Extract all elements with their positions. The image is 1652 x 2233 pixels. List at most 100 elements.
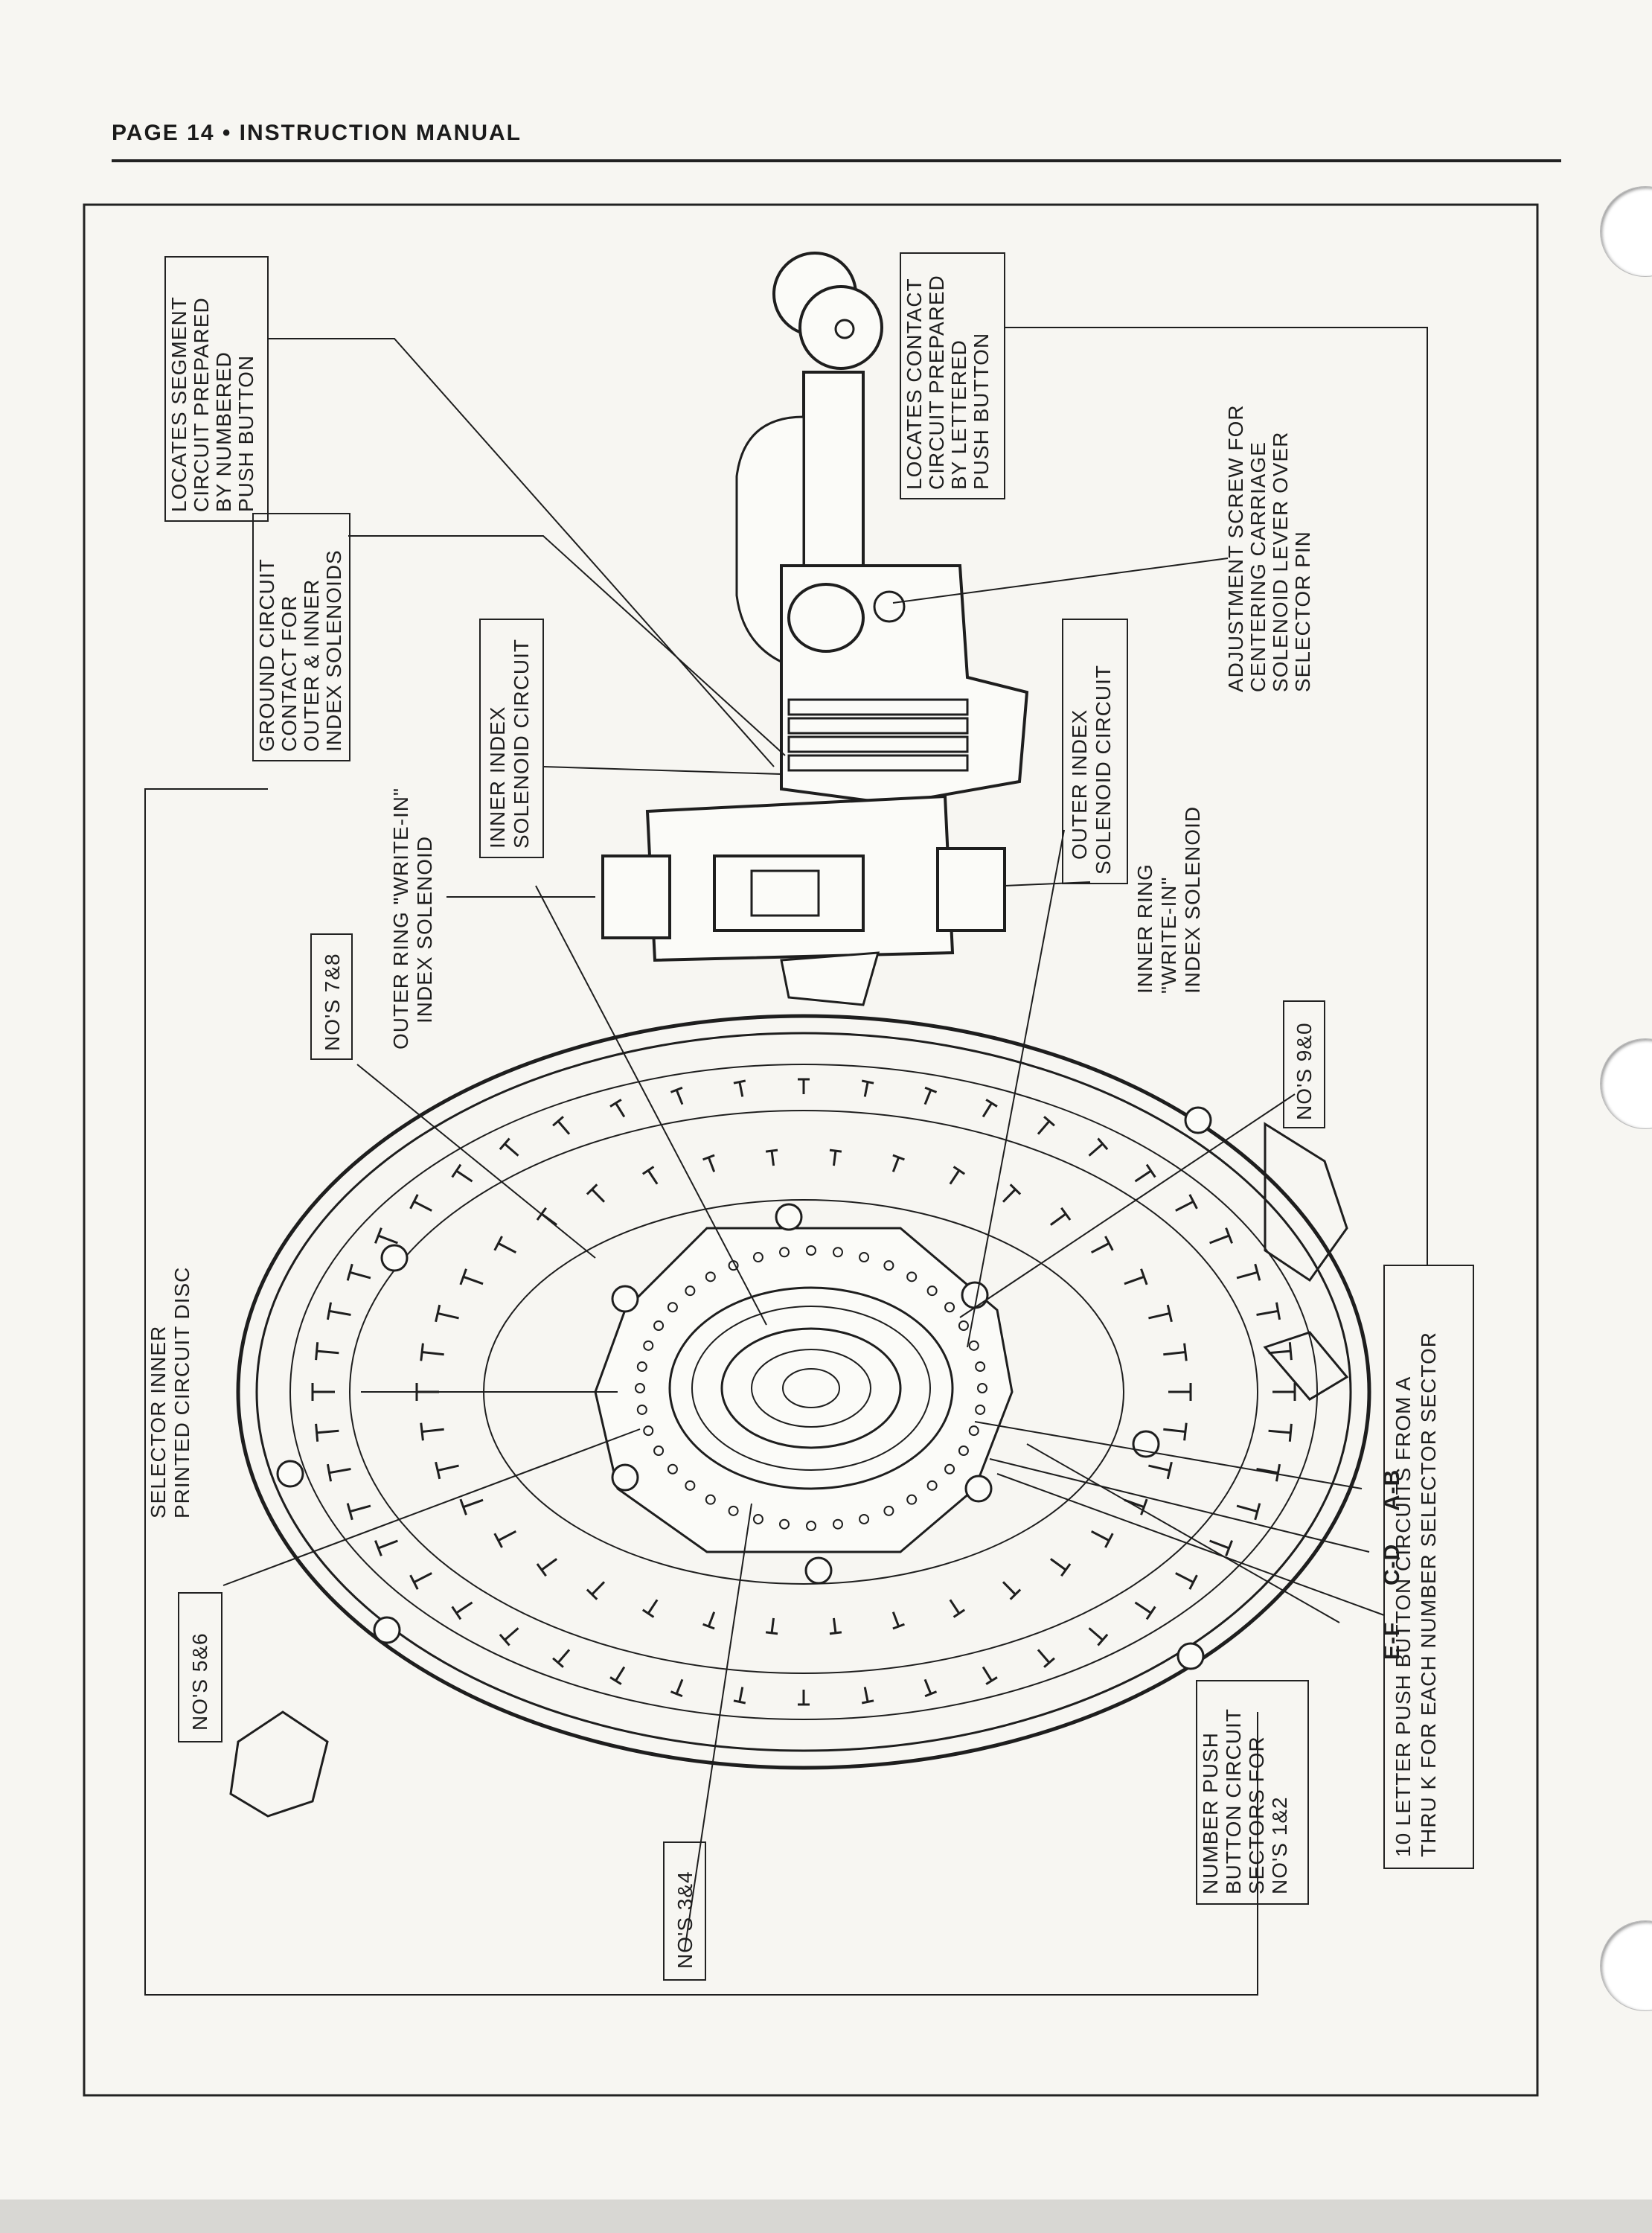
contact-dot xyxy=(653,1320,665,1332)
label-nos78-text: NO'S 7&8 xyxy=(321,953,344,1051)
label-outer-ring: OUTER RING "WRITE-IN" INDEX SOLENOID xyxy=(389,788,436,1050)
contact-dot xyxy=(728,1505,739,1516)
label-number-push-l1: NUMBER PUSH xyxy=(1199,1732,1222,1894)
selector-pin xyxy=(536,1558,558,1577)
label-contact-l3: BY LETTERED xyxy=(947,339,970,490)
selector-pin xyxy=(1148,1461,1173,1480)
selector-pin xyxy=(798,1690,810,1706)
selector-pin xyxy=(1175,1194,1198,1212)
selector-pin xyxy=(609,1666,626,1685)
label-ground-l2: CONTACT FOR xyxy=(278,595,301,752)
label-inner-ring-l1: INNER RING xyxy=(1133,863,1156,994)
label-adjust-l4: SELECTOR PIN xyxy=(1291,531,1314,692)
contact-dot xyxy=(859,1513,870,1524)
selector-pin xyxy=(1209,1227,1233,1245)
label-selector-disc-l1: SELECTOR INNER xyxy=(147,1326,170,1518)
contact-dot xyxy=(779,1518,790,1530)
contact-dot xyxy=(883,1260,894,1271)
label-segment-l1: LOCATES SEGMENT xyxy=(167,296,191,512)
selector-pin xyxy=(493,1236,517,1254)
selector-pin xyxy=(459,1268,484,1285)
selector-pin xyxy=(326,1302,351,1320)
label-nos56-text: NO'S 5&6 xyxy=(188,1632,211,1731)
selector-pin xyxy=(861,1079,874,1097)
mounting-nuts xyxy=(276,1106,1212,1670)
label-segment-l4: PUSH BUTTON xyxy=(234,355,257,512)
selector-pin xyxy=(923,1678,938,1698)
contact-dot xyxy=(779,1247,790,1258)
selector-pin xyxy=(1268,1342,1293,1361)
mounting-nut xyxy=(611,1285,639,1313)
contact-dot xyxy=(752,1252,763,1263)
selector-pin xyxy=(891,1611,905,1630)
contact-dot xyxy=(643,1425,654,1437)
mounting-nut xyxy=(276,1460,304,1488)
selector-pin xyxy=(326,1463,351,1482)
label-ab: A-B xyxy=(1380,1469,1404,1511)
selector-pin xyxy=(1163,1343,1188,1361)
mounting-nut xyxy=(964,1475,993,1503)
selector-pin xyxy=(420,1422,444,1441)
contact-dot xyxy=(636,1404,647,1415)
selector-pin xyxy=(1088,1137,1109,1157)
selector-pin xyxy=(420,1343,444,1361)
label-ten-letter-l1: 10 LETTER PUSH BUTTON CIRCUITS FROM A xyxy=(1392,1376,1415,1857)
selector-pin xyxy=(346,1263,371,1281)
selector-pin xyxy=(1088,1627,1109,1646)
selector-pin xyxy=(1049,1207,1072,1226)
mounting-nut xyxy=(1184,1106,1212,1134)
selector-pins xyxy=(311,1078,1296,1706)
selector-pin xyxy=(702,1154,716,1172)
contact-dot xyxy=(944,1302,955,1313)
label-cd: C-D xyxy=(1380,1544,1404,1585)
contact-dots xyxy=(635,1245,987,1531)
contact-dot xyxy=(832,1518,843,1530)
selector-pin xyxy=(374,1539,398,1556)
selector-pin xyxy=(586,1183,606,1203)
selector-pin xyxy=(435,1304,459,1323)
label-outer-index-l2: SOLENOID CIRCUIT xyxy=(1092,665,1115,875)
contact-dot xyxy=(705,1271,716,1282)
label-ten-letter: 10 LETTER PUSH BUTTON CIRCUITS FROM A TH… xyxy=(1383,1265,1474,1869)
label-nos90: NO'S 9&0 xyxy=(1283,1000,1325,1128)
contact-dot xyxy=(968,1425,979,1437)
label-adjust-l1: ADJUSTMENT SCREW FOR xyxy=(1224,404,1247,692)
contact-dot xyxy=(859,1252,870,1263)
selector-pin xyxy=(552,1649,571,1668)
contact-dot xyxy=(977,1383,987,1393)
selector-pin xyxy=(1134,1163,1156,1183)
mounting-nut xyxy=(380,1244,409,1272)
selector-pin xyxy=(311,1383,335,1401)
label-inner-index: INNER INDEX SOLENOID CIRCUIT xyxy=(479,619,544,858)
contact-dot xyxy=(636,1361,647,1373)
selector-pin xyxy=(536,1207,558,1226)
selector-pin xyxy=(765,1617,778,1635)
contact-dot xyxy=(926,1285,938,1297)
contact-dot xyxy=(653,1445,665,1456)
selector-pin xyxy=(923,1086,938,1105)
selector-pin xyxy=(1163,1422,1188,1441)
label-adjust-l2: CENTERING CARRIAGE xyxy=(1246,441,1270,692)
label-nos90-text: NO'S 9&0 xyxy=(1293,1022,1316,1120)
label-nos78: NO'S 7&8 xyxy=(310,933,353,1060)
scan-edge xyxy=(0,2200,1652,2233)
leader-lines xyxy=(144,327,1428,1996)
selector-pin xyxy=(409,1194,432,1212)
selector-pin xyxy=(702,1611,716,1630)
label-number-push-l2: BUTTON CIRCUIT xyxy=(1222,1708,1245,1894)
selector-pin xyxy=(409,1572,432,1590)
label-inner-index-l2: SOLENOID CIRCUIT xyxy=(510,639,533,849)
label-outer-index-l1: OUTER INDEX xyxy=(1068,709,1091,860)
selector-pin xyxy=(949,1166,966,1185)
selector-pin xyxy=(586,1581,606,1600)
selector-pin xyxy=(1209,1539,1233,1556)
contact-dot xyxy=(958,1445,969,1456)
label-outer-ring-l1: OUTER RING "WRITE-IN" xyxy=(389,788,412,1050)
selector-pin xyxy=(499,1137,519,1157)
selector-pin xyxy=(451,1601,473,1620)
selector-pin xyxy=(435,1461,459,1480)
selector-pin xyxy=(499,1627,519,1646)
contact-dot xyxy=(705,1494,716,1505)
contact-dot xyxy=(806,1521,816,1531)
